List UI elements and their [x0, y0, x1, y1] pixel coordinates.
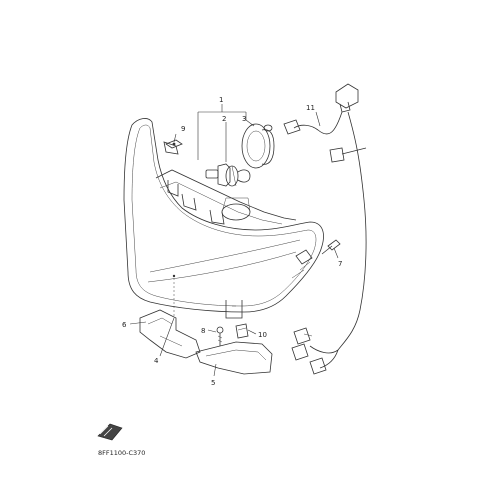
bulb-part: [205, 163, 251, 187]
callout-9: 9: [181, 125, 185, 133]
diagram-code: 8FF1100-C370: [98, 449, 145, 457]
callout-3: 3: [242, 115, 246, 123]
callout-1: 1: [219, 96, 223, 104]
screw-8-part: [216, 326, 224, 346]
callout-5: 5: [211, 379, 215, 387]
wire-harness-part: [283, 83, 367, 375]
callout-11: 11: [306, 104, 315, 112]
screw-9-part: [165, 139, 183, 149]
callout-2: 2: [222, 115, 226, 123]
bracket-6-part: [139, 309, 201, 359]
callout-4: 4: [154, 357, 159, 365]
clip-10-part: [235, 323, 249, 339]
reference-point: [172, 274, 176, 278]
bolt-7-part: [321, 239, 341, 255]
sheet-5-part: [195, 341, 273, 375]
callout-10: 10: [258, 331, 267, 339]
headlight-housing: [123, 118, 324, 319]
motorcycle-section-icon: [97, 423, 123, 441]
callout-6: 6: [122, 321, 127, 329]
callout-8: 8: [201, 327, 205, 335]
callout-7: 7: [338, 260, 342, 268]
leader-lines: [129, 104, 339, 377]
socket-cover-part: [241, 123, 275, 169]
